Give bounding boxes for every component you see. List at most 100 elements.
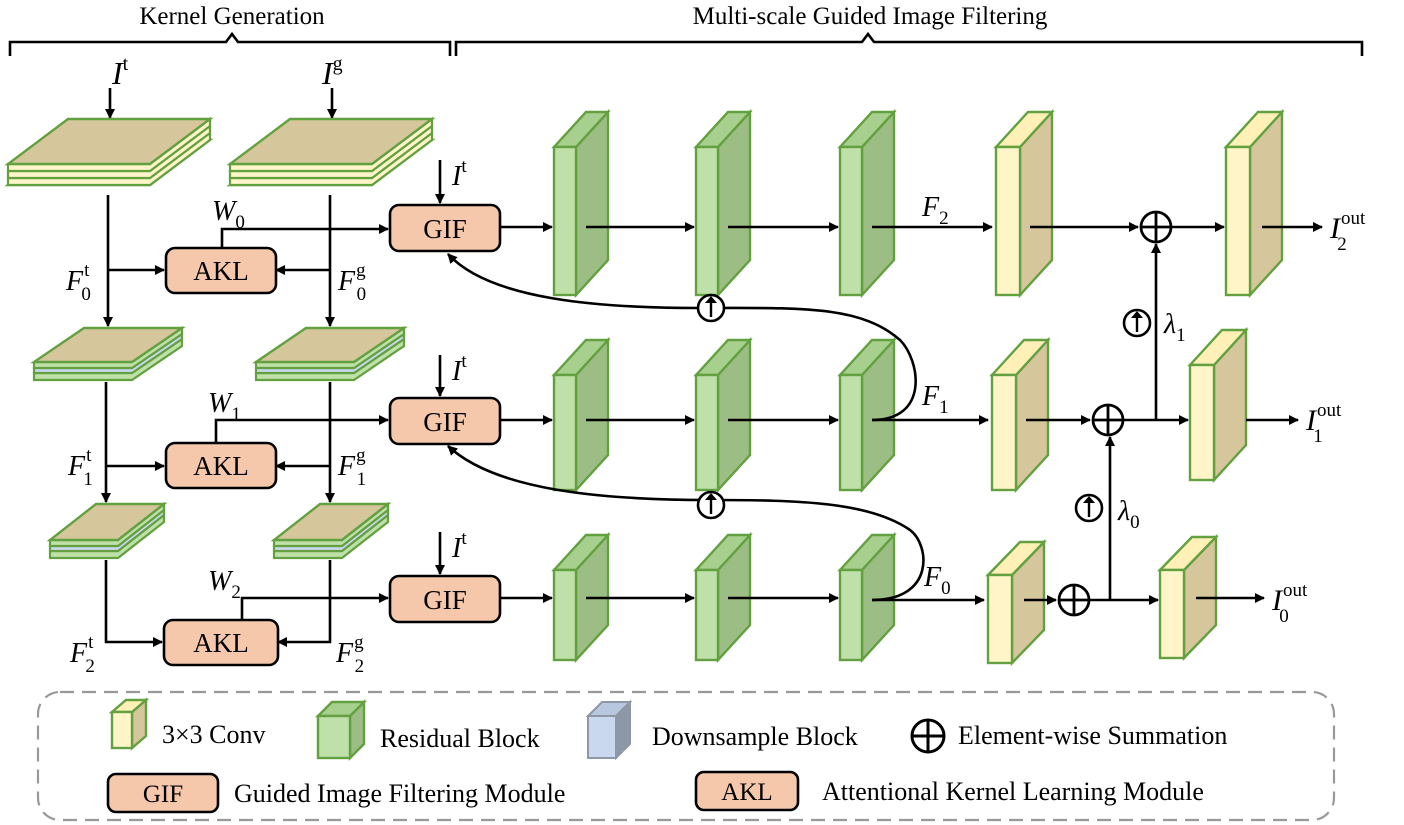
legend: 3×3 Conv Residual Block Downsample Block…: [36, 690, 1336, 822]
legend-gif-icon: GIF: [106, 772, 220, 814]
label-w2: W2: [208, 566, 241, 603]
legend-sum-icon: [910, 718, 946, 754]
guidance-feature-slab-2: [270, 501, 392, 560]
svg-text:W1: W1: [208, 388, 241, 425]
svg-text:F1: F1: [921, 381, 949, 418]
target-feature-slab-2: [46, 501, 168, 560]
svg-text:Ig: Ig: [321, 53, 343, 91]
gif-module-1: GIF: [388, 396, 502, 446]
target-feature-slab-1: [30, 325, 186, 382]
legend-downsample-icon: [585, 699, 633, 761]
kernel-generation-title: Kernel Generation: [139, 3, 325, 30]
target-feature-slab-0: [4, 116, 214, 187]
svg-text:It: It: [451, 156, 467, 192]
row0-conv-block: [985, 539, 1047, 666]
gif-module-0: GIF: [388, 203, 502, 253]
legend-conv-text: 3×3 Conv: [162, 720, 266, 749]
f1-upsample-feedback: [447, 253, 917, 422]
w0-connection: [220, 224, 389, 248]
w1-connection: [214, 415, 389, 443]
gif0-target-label: It: [451, 156, 467, 192]
svg-text:It: It: [111, 53, 129, 91]
svg-text:Ft0: Ft0: [65, 260, 91, 305]
svg-text:It: It: [451, 351, 467, 387]
label-F2: F2: [921, 192, 949, 229]
svg-text:λ1: λ1: [1163, 309, 1186, 346]
ft2-to-akl2: [104, 560, 163, 647]
guidance-feature-slab-1: [252, 325, 408, 382]
label-lambda1: λ1: [1163, 309, 1186, 346]
svg-text:AKL: AKL: [721, 779, 772, 806]
fg2-to-akl2: [277, 560, 332, 647]
f1-upsample-icon: [696, 293, 726, 323]
multiscale-brace: [454, 31, 1364, 56]
legend-sum-text: Element-wise Summation: [958, 721, 1227, 750]
f0-upsample-feedback: [447, 445, 925, 602]
svg-text:AKL: AKL: [193, 256, 249, 286]
akl-module-1: AKL: [164, 441, 278, 490]
svg-text:It: It: [451, 528, 467, 564]
row2-residual-block-2: [693, 108, 753, 299]
svg-text:AKL: AKL: [193, 628, 249, 658]
gif-module-2: GIF: [388, 574, 502, 624]
svg-text:W2: W2: [208, 566, 241, 603]
f0-upsample-icon: [696, 490, 726, 520]
legend-conv-icon: [108, 697, 150, 751]
svg-text:Fg1: Fg1: [337, 445, 366, 490]
row2-output-conv-block: [1223, 108, 1285, 299]
row1-sum-icon: [1091, 403, 1125, 437]
row1-output-conv-block: [1187, 326, 1249, 484]
svg-text:GIF: GIF: [423, 214, 467, 244]
svg-text:Ft2: Ft2: [69, 632, 95, 677]
label-w1: W1: [208, 388, 241, 425]
row2-residual-block-3: [837, 108, 897, 299]
label-F0: F0: [923, 562, 951, 599]
row0-residual-block-3: [837, 531, 897, 664]
svg-text:Fg2: Fg2: [335, 632, 364, 677]
row2-conv-block: [993, 108, 1055, 299]
row1-residual-block-1: [551, 336, 611, 494]
row1-conv-block: [989, 336, 1051, 494]
label-lambda0: λ0: [1117, 496, 1140, 533]
input-target-label: It: [111, 53, 129, 91]
multiscale-title: Multi-scale Guided Image Filtering: [693, 3, 1048, 30]
lambda0-upsample-icon: [1074, 493, 1104, 523]
svg-text:F2: F2: [921, 192, 949, 229]
svg-text:W0: W0: [212, 196, 245, 233]
label-w0: W0: [212, 196, 245, 233]
gif2-target-label: It: [451, 528, 467, 564]
row0-sum-icon: [1057, 583, 1091, 617]
input-guidance-label: Ig: [321, 53, 343, 91]
svg-text:λ0: λ0: [1117, 496, 1140, 533]
row2-residual-block-1: [551, 108, 611, 299]
lambda1-upsample-icon: [1122, 308, 1152, 338]
svg-text:Fg0: Fg0: [337, 260, 366, 305]
legend-akl-icon: AKL: [694, 770, 800, 812]
legend-gif-text: Guided Image Filtering Module: [234, 779, 565, 808]
svg-text:Ft1: Ft1: [67, 445, 93, 490]
svg-text:GIF: GIF: [423, 585, 467, 615]
legend-residual-text: Residual Block: [380, 724, 540, 753]
guidance-feature-slab-0: [226, 116, 436, 187]
legend-residual-icon: [315, 699, 367, 761]
akl-module-0: AKL: [164, 246, 278, 295]
svg-text:GIF: GIF: [423, 407, 467, 437]
w2-connection: [240, 593, 389, 620]
akl-module-2: AKL: [162, 618, 280, 667]
row1-residual-block-2: [693, 336, 753, 494]
row2-sum-icon: [1139, 210, 1173, 244]
kernel-generation-brace: [8, 31, 452, 56]
svg-text:GIF: GIF: [143, 781, 183, 808]
legend-akl-text: Attentional Kernel Learning Module: [822, 777, 1204, 806]
